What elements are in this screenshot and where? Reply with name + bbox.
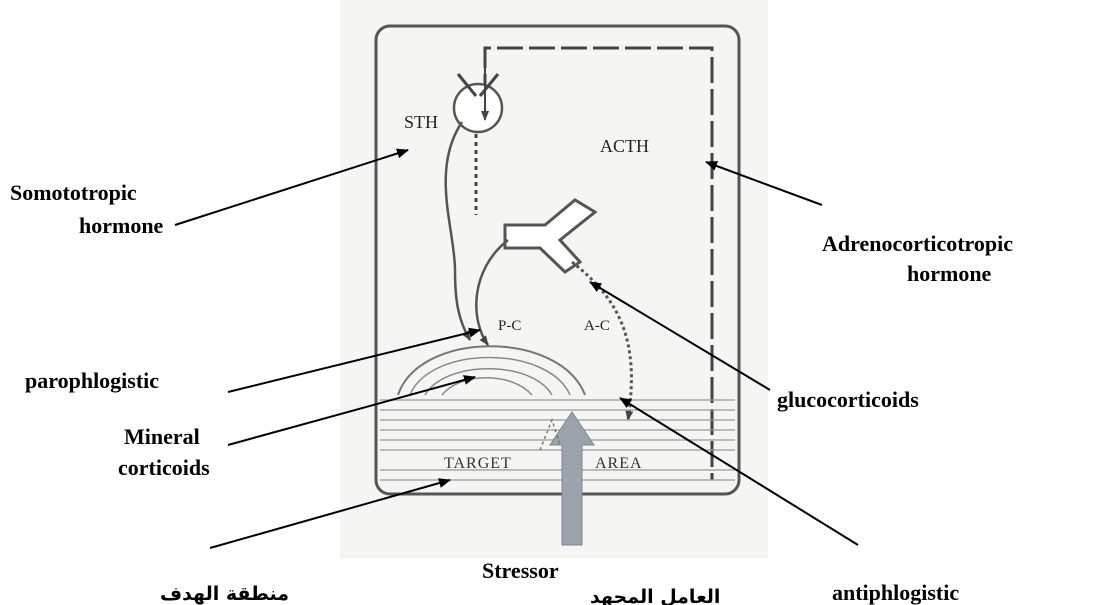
sth-label: STH xyxy=(404,112,438,132)
area-label: AREA xyxy=(595,455,643,472)
glucocorticoids-label: glucocorticoids xyxy=(777,387,919,412)
somototropic-label-line2: hormone xyxy=(79,213,164,238)
adreno-label-line2: hormone xyxy=(907,261,992,286)
sth-pathway xyxy=(446,122,470,340)
antiphlogistic-label: antiphlogistic xyxy=(832,580,959,605)
acth-label: ACTH xyxy=(600,136,649,156)
stressor-arrow xyxy=(550,412,594,545)
adreno-arrow xyxy=(706,162,822,205)
mineral-label-line2: corticoids xyxy=(118,455,210,480)
parophlogistic-label: parophlogistic xyxy=(25,368,159,393)
mineral-arrow xyxy=(228,377,475,445)
stressor-label: Stressor xyxy=(482,558,559,583)
ac-label: A-C xyxy=(584,318,610,334)
target-area-arabic-label: منطقة الهدف xyxy=(160,583,289,605)
adrenal-gland xyxy=(505,200,595,272)
adreno-label-line1: Adrenocorticotropic xyxy=(822,231,1013,256)
target-label: TARGET xyxy=(444,455,512,472)
parophlogistic-arrow xyxy=(228,330,480,392)
stressor-arabic-label: العامل المجهد xyxy=(590,586,720,605)
somototropic-arrow xyxy=(175,150,408,225)
glucocorticoids-arrow xyxy=(590,282,770,390)
inflammation-dome xyxy=(398,346,585,395)
ac-pathway xyxy=(572,262,631,420)
acth-feedback-line xyxy=(485,48,712,480)
target-area-arrow xyxy=(210,480,450,548)
mineral-label-line1: Mineral xyxy=(124,424,200,449)
pc-label: P-C xyxy=(498,318,521,334)
somototropic-label-line1: Somototropic xyxy=(10,180,137,205)
